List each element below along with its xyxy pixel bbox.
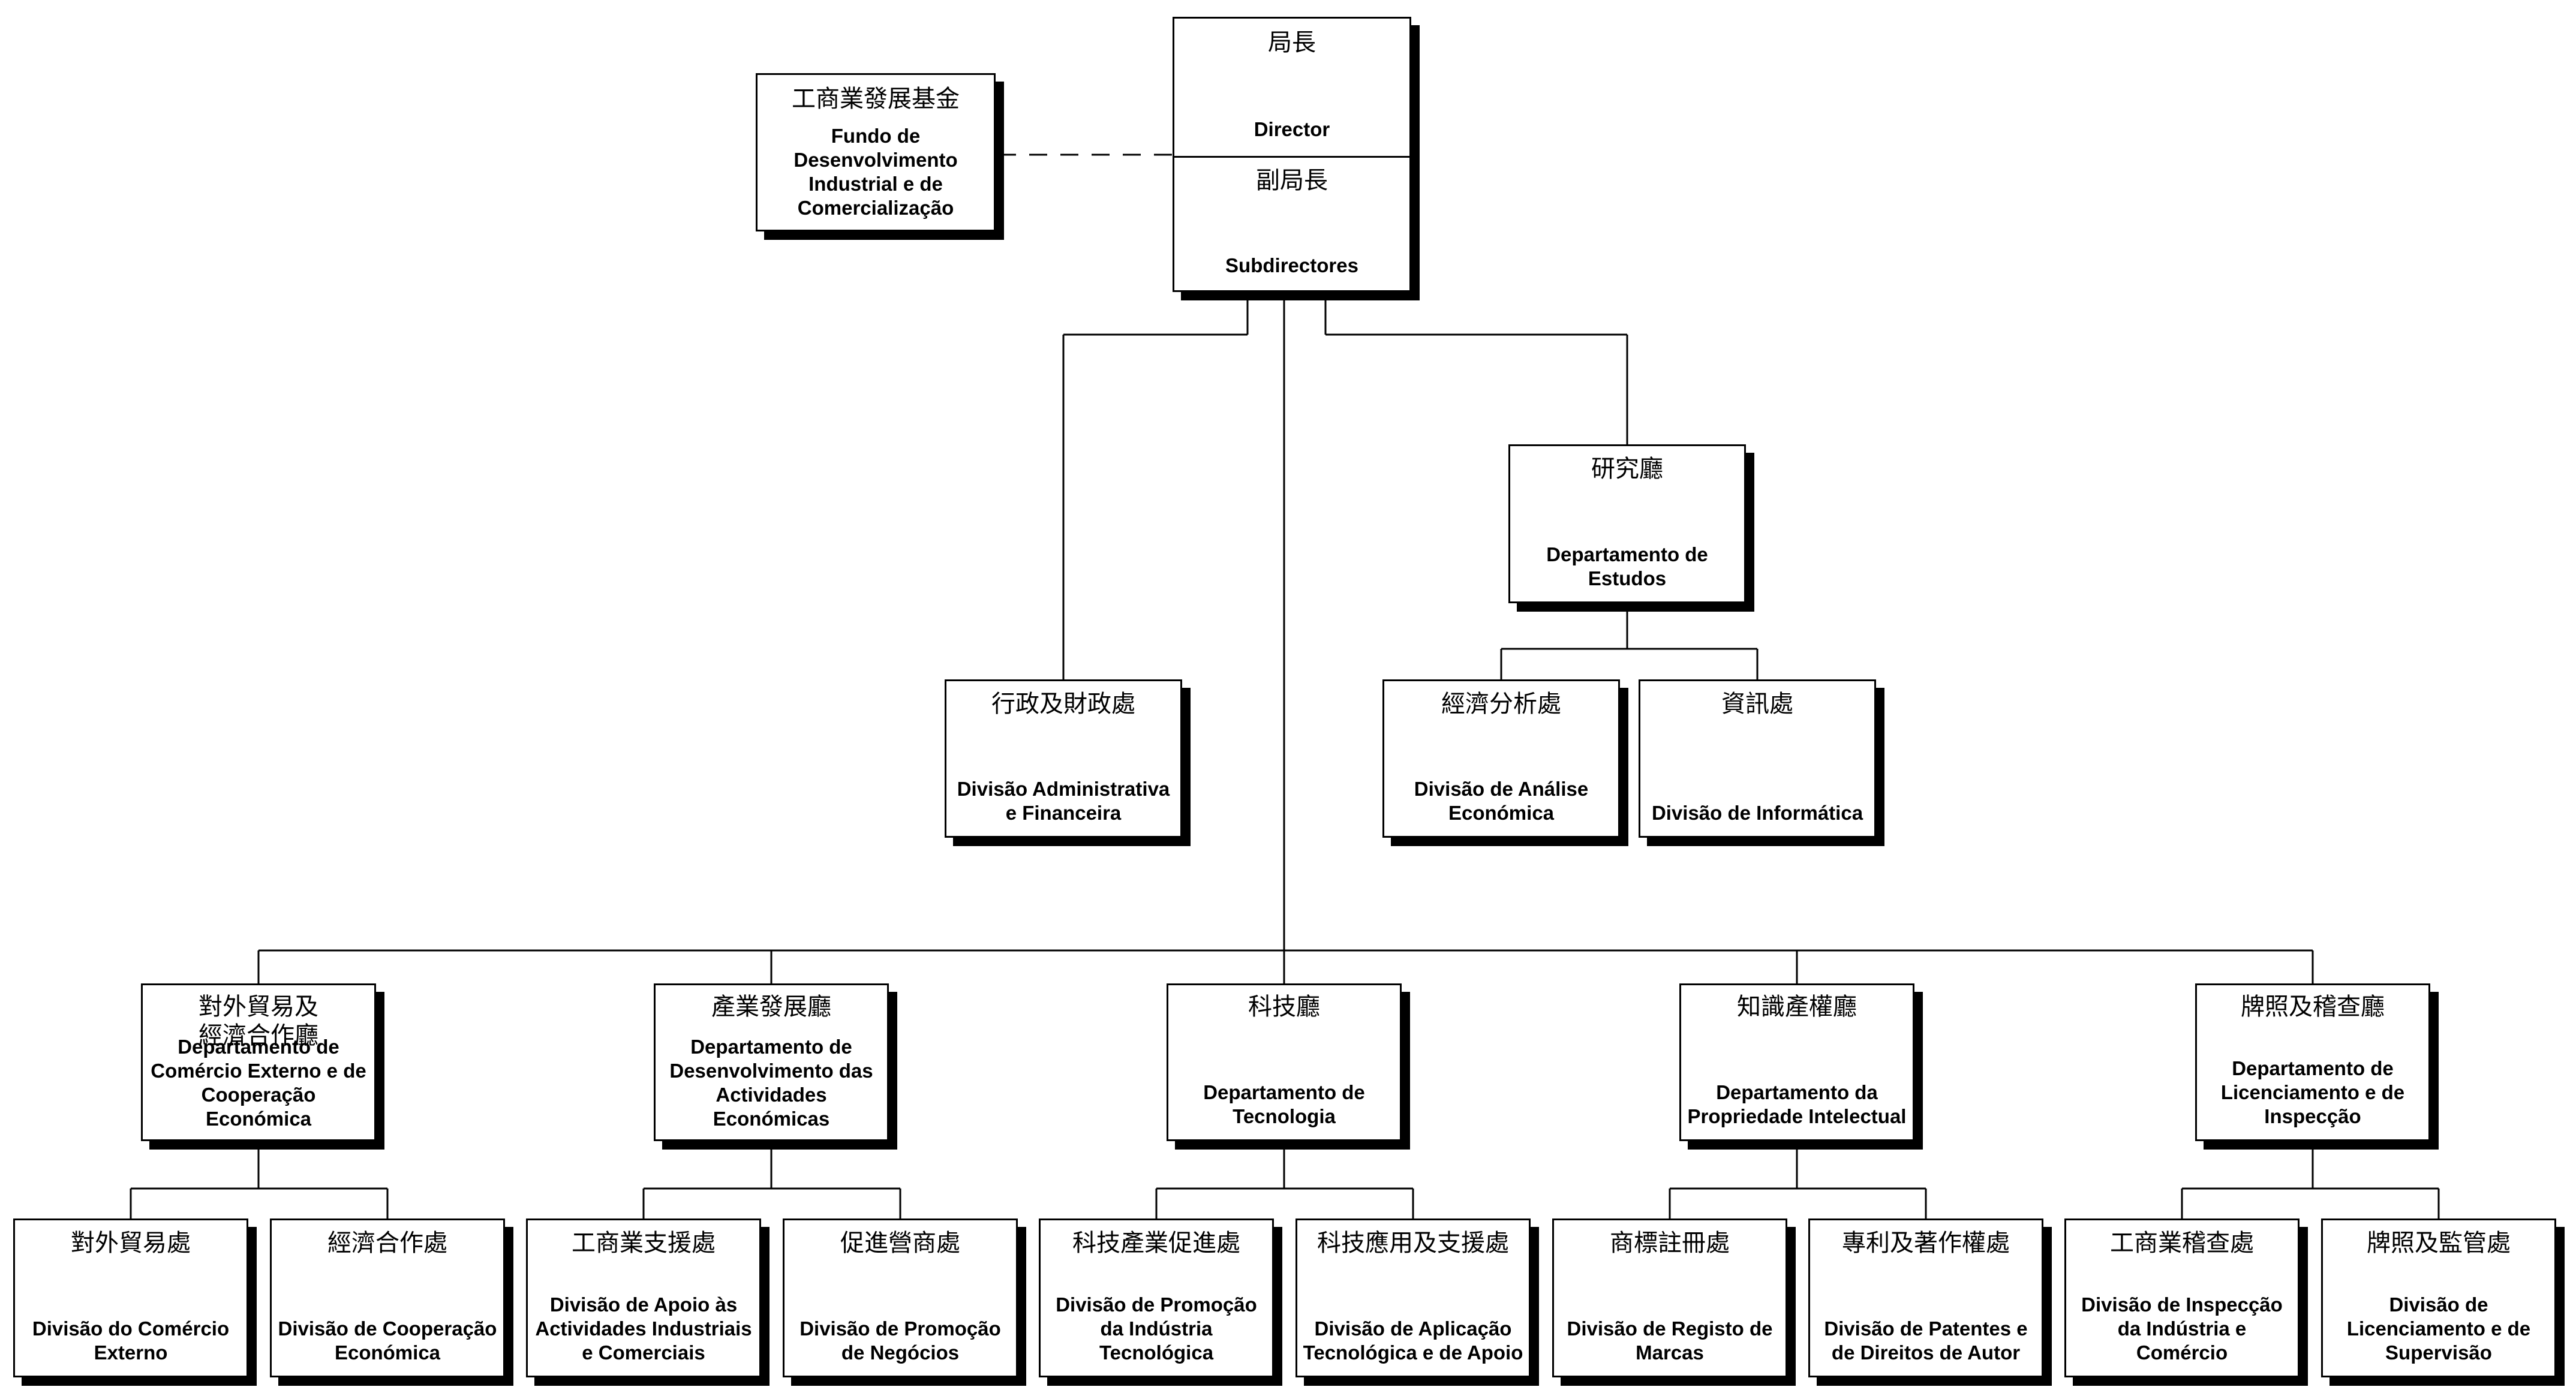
dept-comercio-pt: Departamento de Comércio Externo e de Co… <box>151 1036 366 1130</box>
dept-licenciamento-zh: 牌照及稽查廳 <box>2241 993 2385 1021</box>
div-negocios-pt: Divisão de Promoção de Negócios <box>799 1317 1001 1364</box>
director-zh: 局長 <box>1268 29 1316 56</box>
director-box: 局長 Director 副局長 Subdirectores <box>1173 17 1411 292</box>
div-marcas-pt: Divisão de Registo de Marcas <box>1567 1317 1773 1364</box>
div-cooperacao-box: 經濟合作處 Divisão de Cooperação Económica <box>270 1219 505 1377</box>
div-aplicacao-zh: 科技應用及支援處 <box>1317 1229 1509 1257</box>
dept-licenciamento-pt: Departamento de Licenciamento e de Inspe… <box>2220 1057 2405 1127</box>
div-marcas-box: 商標註冊處 Divisão de Registo de Marcas <box>1552 1219 1787 1377</box>
admin-pt: Divisão Administrativa e Financeira <box>957 778 1170 824</box>
admin-box: 行政及財政處 Divisão Administrativa e Financei… <box>945 679 1182 838</box>
dept-propriedade-pt: Departamento da Propriedade Intelectual <box>1687 1081 1907 1127</box>
subdirectors-pt: Subdirectores <box>1225 254 1358 276</box>
dept-tecnologia-pt: Departamento de Tecnologia <box>1203 1081 1365 1127</box>
div-inspeccao-pt: Divisão de Inspecção da Indústria e Comé… <box>2081 1293 2283 1364</box>
dept-propriedade-zh: 知識產權廳 <box>1737 993 1857 1021</box>
div-comercio-externo-pt: Divisão do Comércio Externo <box>32 1317 230 1364</box>
div-cooperacao-pt: Divisão de Cooperação Económica <box>278 1317 497 1364</box>
dept-licenciamento-box: 牌照及稽查廳 Departamento de Licenciamento e d… <box>2195 983 2430 1141</box>
dept-propriedade-box: 知識產權廳 Departamento da Propriedade Intele… <box>1679 983 1914 1141</box>
div-supervisao-pt: Divisão de Licenciamento e de Supervisão <box>2346 1293 2531 1364</box>
analise-zh: 經濟分析處 <box>1441 690 1561 718</box>
estudos-zh: 研究廳 <box>1591 455 1663 483</box>
div-apoio-zh: 工商業支援處 <box>572 1229 716 1257</box>
fund-zh: 工商業發展基金 <box>792 85 960 113</box>
analise-box: 經濟分析處 Divisão de Análise Económica <box>1382 679 1620 838</box>
informatica-pt: Divisão de Informática <box>1651 802 1863 824</box>
div-industria-tecnologica-box: 科技產業促進處 Divisão de Promoção da Indústria… <box>1039 1219 1274 1377</box>
admin-zh: 行政及財政處 <box>991 690 1135 718</box>
div-patentes-pt: Divisão de Patentes e de Direitos de Aut… <box>1824 1317 2028 1364</box>
dept-comercio-zh: 對外貿易及 經濟合作廳 <box>199 993 318 1049</box>
div-comercio-externo-zh: 對外貿易處 <box>71 1229 191 1257</box>
div-cooperacao-zh: 經濟合作處 <box>327 1229 447 1257</box>
div-comercio-externo-box: 對外貿易處 Divisão do Comércio Externo <box>13 1219 248 1377</box>
dept-actividades-zh: 產業發展廳 <box>711 993 831 1021</box>
dept-tecnologia-zh: 科技廳 <box>1248 993 1320 1021</box>
informatica-box: 資訊處 Divisão de Informática <box>1639 679 1876 838</box>
dept-actividades-pt: Departamento de Desenvolvimento das Acti… <box>669 1036 873 1130</box>
div-industria-tecnologica-zh: 科技產業促進處 <box>1072 1229 1240 1257</box>
div-supervisao-box: 牌照及監管處 Divisão de Licenciamento e de Sup… <box>2321 1219 2556 1377</box>
div-apoio-box: 工商業支援處 Divisão de Apoio às Actividades I… <box>526 1219 761 1377</box>
director-pt: Director <box>1254 118 1330 140</box>
subdirectors-zh: 副局長 <box>1256 167 1328 194</box>
dept-comercio-box: 對外貿易及 經濟合作廳 Departamento de Comércio Ext… <box>141 983 376 1141</box>
estudos-pt: Departamento de Estudos <box>1546 543 1708 589</box>
div-negocios-box: 促進營商處 Divisão de Promoção de Negócios <box>783 1219 1018 1377</box>
div-inspeccao-box: 工商業稽查處 Divisão de Inspecção da Indústria… <box>2064 1219 2300 1377</box>
estudos-box: 研究廳 Departamento de Estudos <box>1508 444 1746 603</box>
analise-pt: Divisão de Análise Económica <box>1414 778 1589 824</box>
div-supervisao-zh: 牌照及監管處 <box>2367 1229 2511 1257</box>
director-divider <box>1174 156 1409 158</box>
div-apoio-pt: Divisão de Apoio às Actividades Industri… <box>535 1293 752 1364</box>
div-marcas-zh: 商標註冊處 <box>1610 1229 1730 1257</box>
fund-pt: Fundo de Desenvolvimento Industrial e de… <box>793 125 958 219</box>
div-industria-tecnologica-pt: Divisão de Promoção da Indústria Tecnoló… <box>1056 1293 1257 1364</box>
div-patentes-box: 專利及著作權處 Divisão de Patentes e de Direito… <box>1808 1219 2043 1377</box>
fund-box: 工商業發展基金 Fundo de Desenvolvimento Industr… <box>756 73 996 231</box>
dept-actividades-box: 產業發展廳 Departamento de Desenvolvimento da… <box>654 983 889 1141</box>
div-patentes-zh: 專利及著作權處 <box>1842 1229 2010 1257</box>
div-inspeccao-zh: 工商業稽查處 <box>2110 1229 2254 1257</box>
informatica-zh: 資訊處 <box>1721 690 1793 718</box>
div-aplicacao-pt: Divisão de Aplicação Tecnológica e de Ap… <box>1303 1317 1523 1364</box>
dept-tecnologia-box: 科技廳 Departamento de Tecnologia <box>1167 983 1402 1141</box>
div-aplicacao-box: 科技應用及支援處 Divisão de Aplicação Tecnológic… <box>1295 1219 1531 1377</box>
div-negocios-zh: 促進營商處 <box>840 1229 960 1257</box>
